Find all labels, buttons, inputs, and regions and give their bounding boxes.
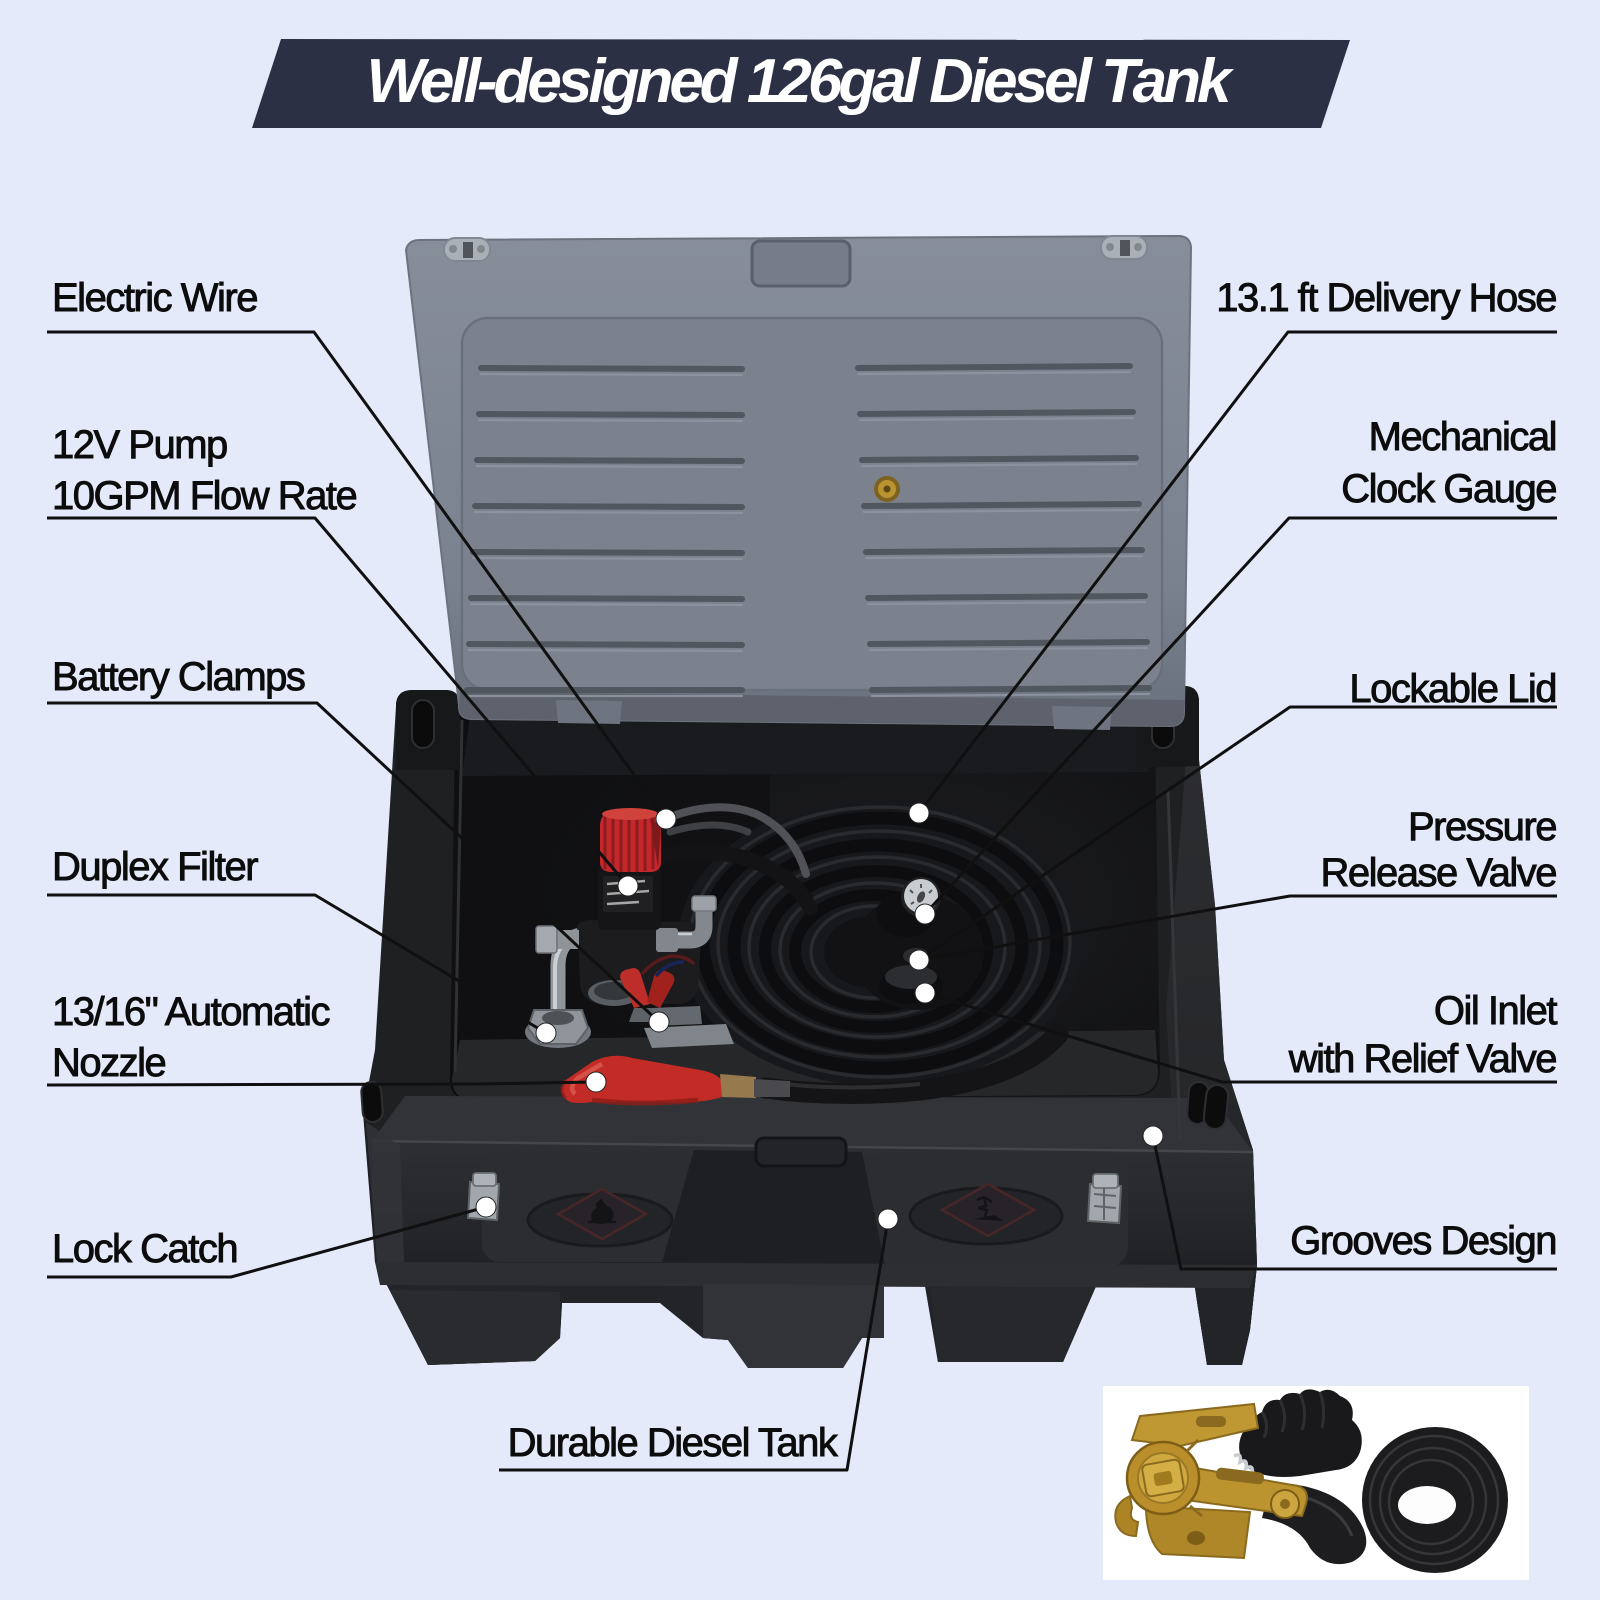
svg-text:Oil Inlet: Oil Inlet: [1434, 989, 1557, 1033]
svg-text:10GPM Flow Rate: 10GPM Flow Rate: [52, 474, 357, 518]
svg-text:Electric Wire: Electric Wire: [52, 276, 257, 320]
svg-text:Durable Diesel Tank: Durable Diesel Tank: [508, 1421, 839, 1465]
svg-text:Nozzle: Nozzle: [52, 1041, 166, 1085]
svg-text:Battery Clamps: Battery Clamps: [52, 655, 305, 699]
svg-text:with Relief Valve: with Relief Valve: [1288, 1037, 1556, 1081]
svg-text:Lock Catch: Lock Catch: [52, 1227, 237, 1271]
svg-text:Duplex Filter: Duplex Filter: [52, 845, 258, 889]
svg-text:Grooves Design: Grooves Design: [1290, 1219, 1556, 1263]
svg-text:Release Valve: Release Valve: [1321, 851, 1557, 895]
svg-text:Pressure: Pressure: [1408, 805, 1556, 849]
svg-text:Well-designed 126gal Diesel Ta: Well-designed 126gal Diesel Tank: [367, 47, 1235, 116]
svg-text:13.1 ft Delivery Hose: 13.1 ft Delivery Hose: [1216, 276, 1556, 320]
svg-text:Clock Gauge: Clock Gauge: [1341, 467, 1556, 511]
svg-text:Lockable Lid: Lockable Lid: [1349, 667, 1556, 711]
svg-text:Mechanical: Mechanical: [1369, 415, 1556, 459]
svg-text:12V Pump: 12V Pump: [52, 423, 227, 467]
svg-text:13/16" Automatic: 13/16" Automatic: [52, 990, 330, 1034]
